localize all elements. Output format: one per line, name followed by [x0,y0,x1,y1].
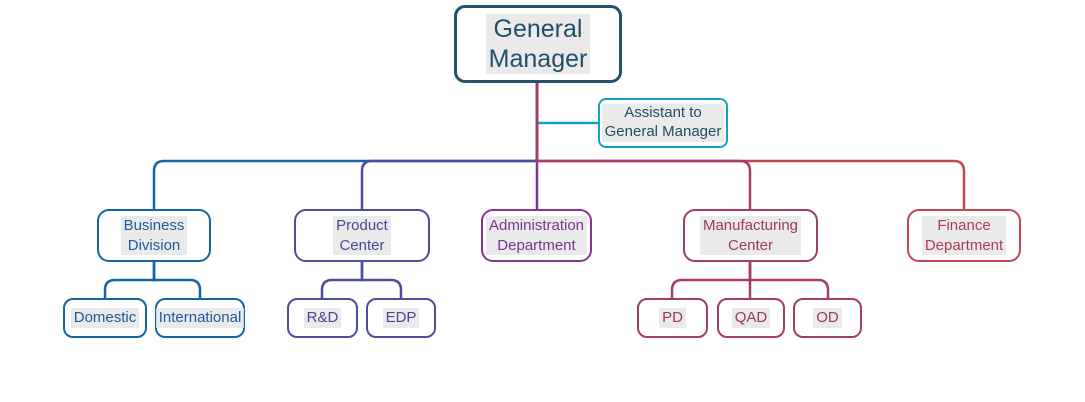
node-rnd-label: R&D [303,308,342,328]
connector-business-international [152,262,202,298]
node-administration-department: Administration Department [481,209,592,262]
node-edp-label: EDP [382,308,420,328]
node-business-division: Business Division [97,209,211,262]
node-pd: PD [637,298,708,338]
node-qad-label: QAD [731,308,771,328]
node-qad: QAD [717,298,785,338]
node-manufacturing-label: Manufacturing Center [699,216,802,255]
node-domestic: Domestic [63,298,147,338]
node-finance-label: Finance Department [921,216,1007,255]
node-domestic-label: Domestic [70,308,140,328]
node-product-center: Product Center [294,209,430,262]
connector-gm-business-division [152,83,539,209]
connector-gm-finance [535,83,966,209]
node-od-label: OD [813,308,842,328]
node-od: OD [793,298,862,338]
connector-manufacturing-pd [670,262,752,298]
connector-product-edp [360,262,403,298]
node-assistant-to-general-manager: Assistant to General Manager [598,98,728,148]
node-pd-label: PD [659,308,686,328]
connector-business-domestic [103,262,156,298]
node-assistant-label: Assistant to General Manager [601,104,725,142]
node-rnd: R&D [287,298,358,338]
node-edp: EDP [366,298,436,338]
node-manufacturing-center: Manufacturing Center [683,209,818,262]
node-international-label: International [155,308,245,328]
connector-gm-manufacturing [535,83,752,209]
node-product-center-label: Product Center [333,216,391,255]
connector-manufacturing-od [748,262,830,298]
connector-gm-product-center [360,83,539,209]
node-international: International [155,298,245,338]
node-general-manager: General Manager [454,5,622,83]
node-finance-department: Finance Department [907,209,1021,262]
node-administration-label: Administration Department [485,216,588,255]
node-general-manager-label: General Manager [485,14,591,74]
connector-product-rnd [320,262,364,298]
node-business-division-label: Business Division [120,216,188,255]
